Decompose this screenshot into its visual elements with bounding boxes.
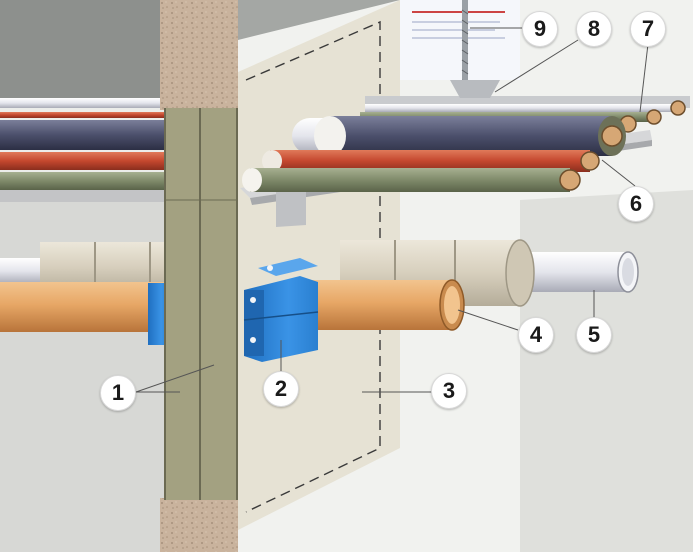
concrete-bottom	[160, 498, 238, 552]
left-cable-navy	[0, 120, 165, 150]
tray-leg	[276, 188, 306, 227]
callout-6: 6	[618, 186, 654, 222]
leader-1b	[135, 364, 215, 393]
callout-8: 8	[576, 11, 612, 47]
leader-7	[639, 43, 649, 113]
cable-red	[270, 150, 590, 172]
left-cable-red-thin	[0, 112, 165, 118]
label-sheet	[400, 0, 520, 80]
cable-navy	[330, 116, 612, 156]
leader-6	[601, 159, 636, 187]
callout-5: 5	[576, 317, 612, 353]
ceiling-left	[0, 0, 165, 100]
bracket-clamp	[450, 80, 500, 98]
callout-7: 7	[630, 11, 666, 47]
callout-3: 3	[431, 373, 467, 409]
left-copper-pipe	[0, 282, 165, 332]
threaded-rod	[462, 0, 468, 100]
left-cable-red	[0, 152, 165, 170]
callout-2: 2	[263, 371, 299, 407]
thin-cable-1	[365, 104, 685, 112]
far-wall	[520, 190, 693, 552]
fire-collar-top	[258, 258, 318, 276]
left-cable-green	[0, 172, 165, 190]
concrete-top	[160, 0, 238, 110]
left-cable-grey	[0, 98, 165, 108]
left-tray	[0, 190, 165, 202]
right-wall-shade	[238, 0, 400, 40]
cable-green	[250, 168, 570, 192]
leader-8	[494, 39, 579, 93]
board-dashed-outline	[245, 20, 381, 513]
copper-pipe	[300, 280, 452, 330]
callout-9: 9	[522, 11, 558, 47]
callout-1: 1	[100, 375, 136, 411]
callout-4: 4	[518, 317, 554, 353]
leader-4	[457, 309, 519, 331]
